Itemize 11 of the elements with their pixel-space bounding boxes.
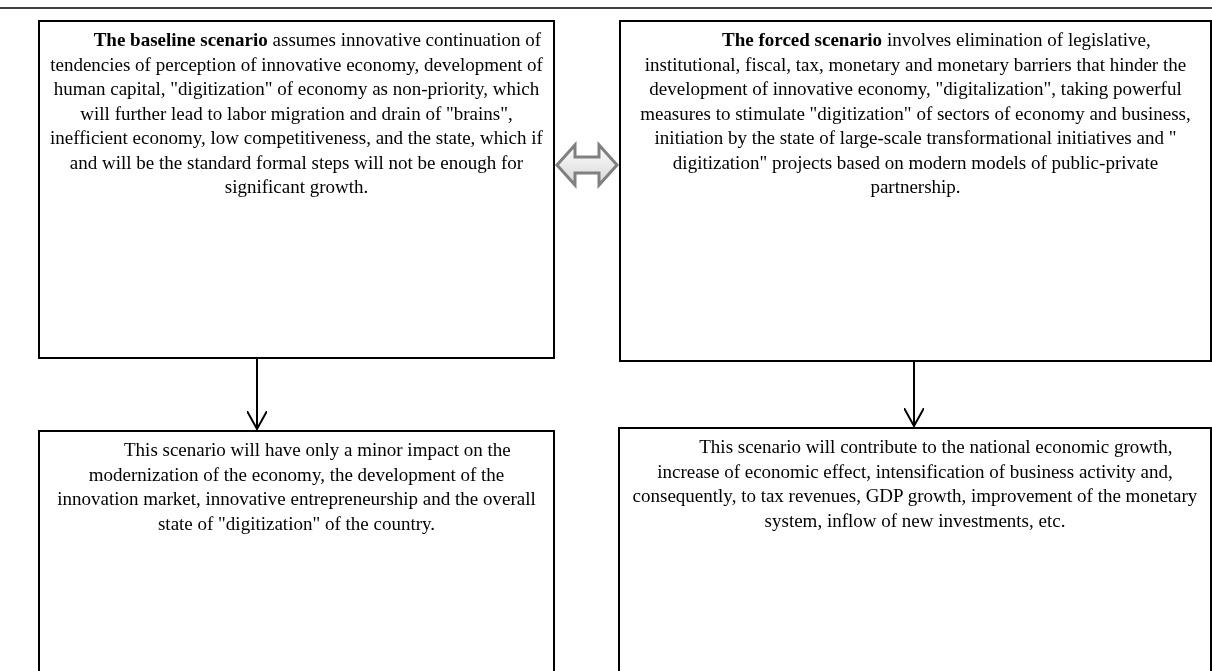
arrow xyxy=(903,361,925,427)
scenario-text: This scenario will have only a minor impact on the modernization of the economy, the development of the innovation market, innovative entrepreneurship and the overall state of "digitization" of the country. xyxy=(56,438,537,536)
text-box xyxy=(618,427,1212,671)
text-box xyxy=(619,20,1212,362)
arrow xyxy=(246,358,268,430)
text-box xyxy=(38,20,555,359)
text-box xyxy=(38,430,555,671)
scenario-text: This scenario will contribute to the national economic growth, increase of economic effect, intensification of business activity and, consequently, to tax revenues, GDP growth, improvement of the monetary system, inflow of new investments, etc. xyxy=(631,435,1199,533)
scenario-text: The forced scenario involves elimination of legislative, institutional, fiscal, tax, monetary and monetary barriers that hinder the development of innovative economy, "digitalization", taking powerful measures to stimulate "digitization" of sectors of economy and business, initiation by the state of large-scale transformational initiatives and " digitization" projects based on modern models of public-private partnership. xyxy=(639,28,1192,199)
scenario-text: The baseline scenario assumes innovative continuation of tendencies of perception of innovative economy, development of human capital, "digitization" of economy as non-priority, which will further lead to labor migration and drain of "brains", inefficient economy, low competitiveness, and the state, which if and will be the standard formal steps will not be enough for significant growth. xyxy=(50,28,543,199)
double-block-arrow xyxy=(555,141,619,189)
